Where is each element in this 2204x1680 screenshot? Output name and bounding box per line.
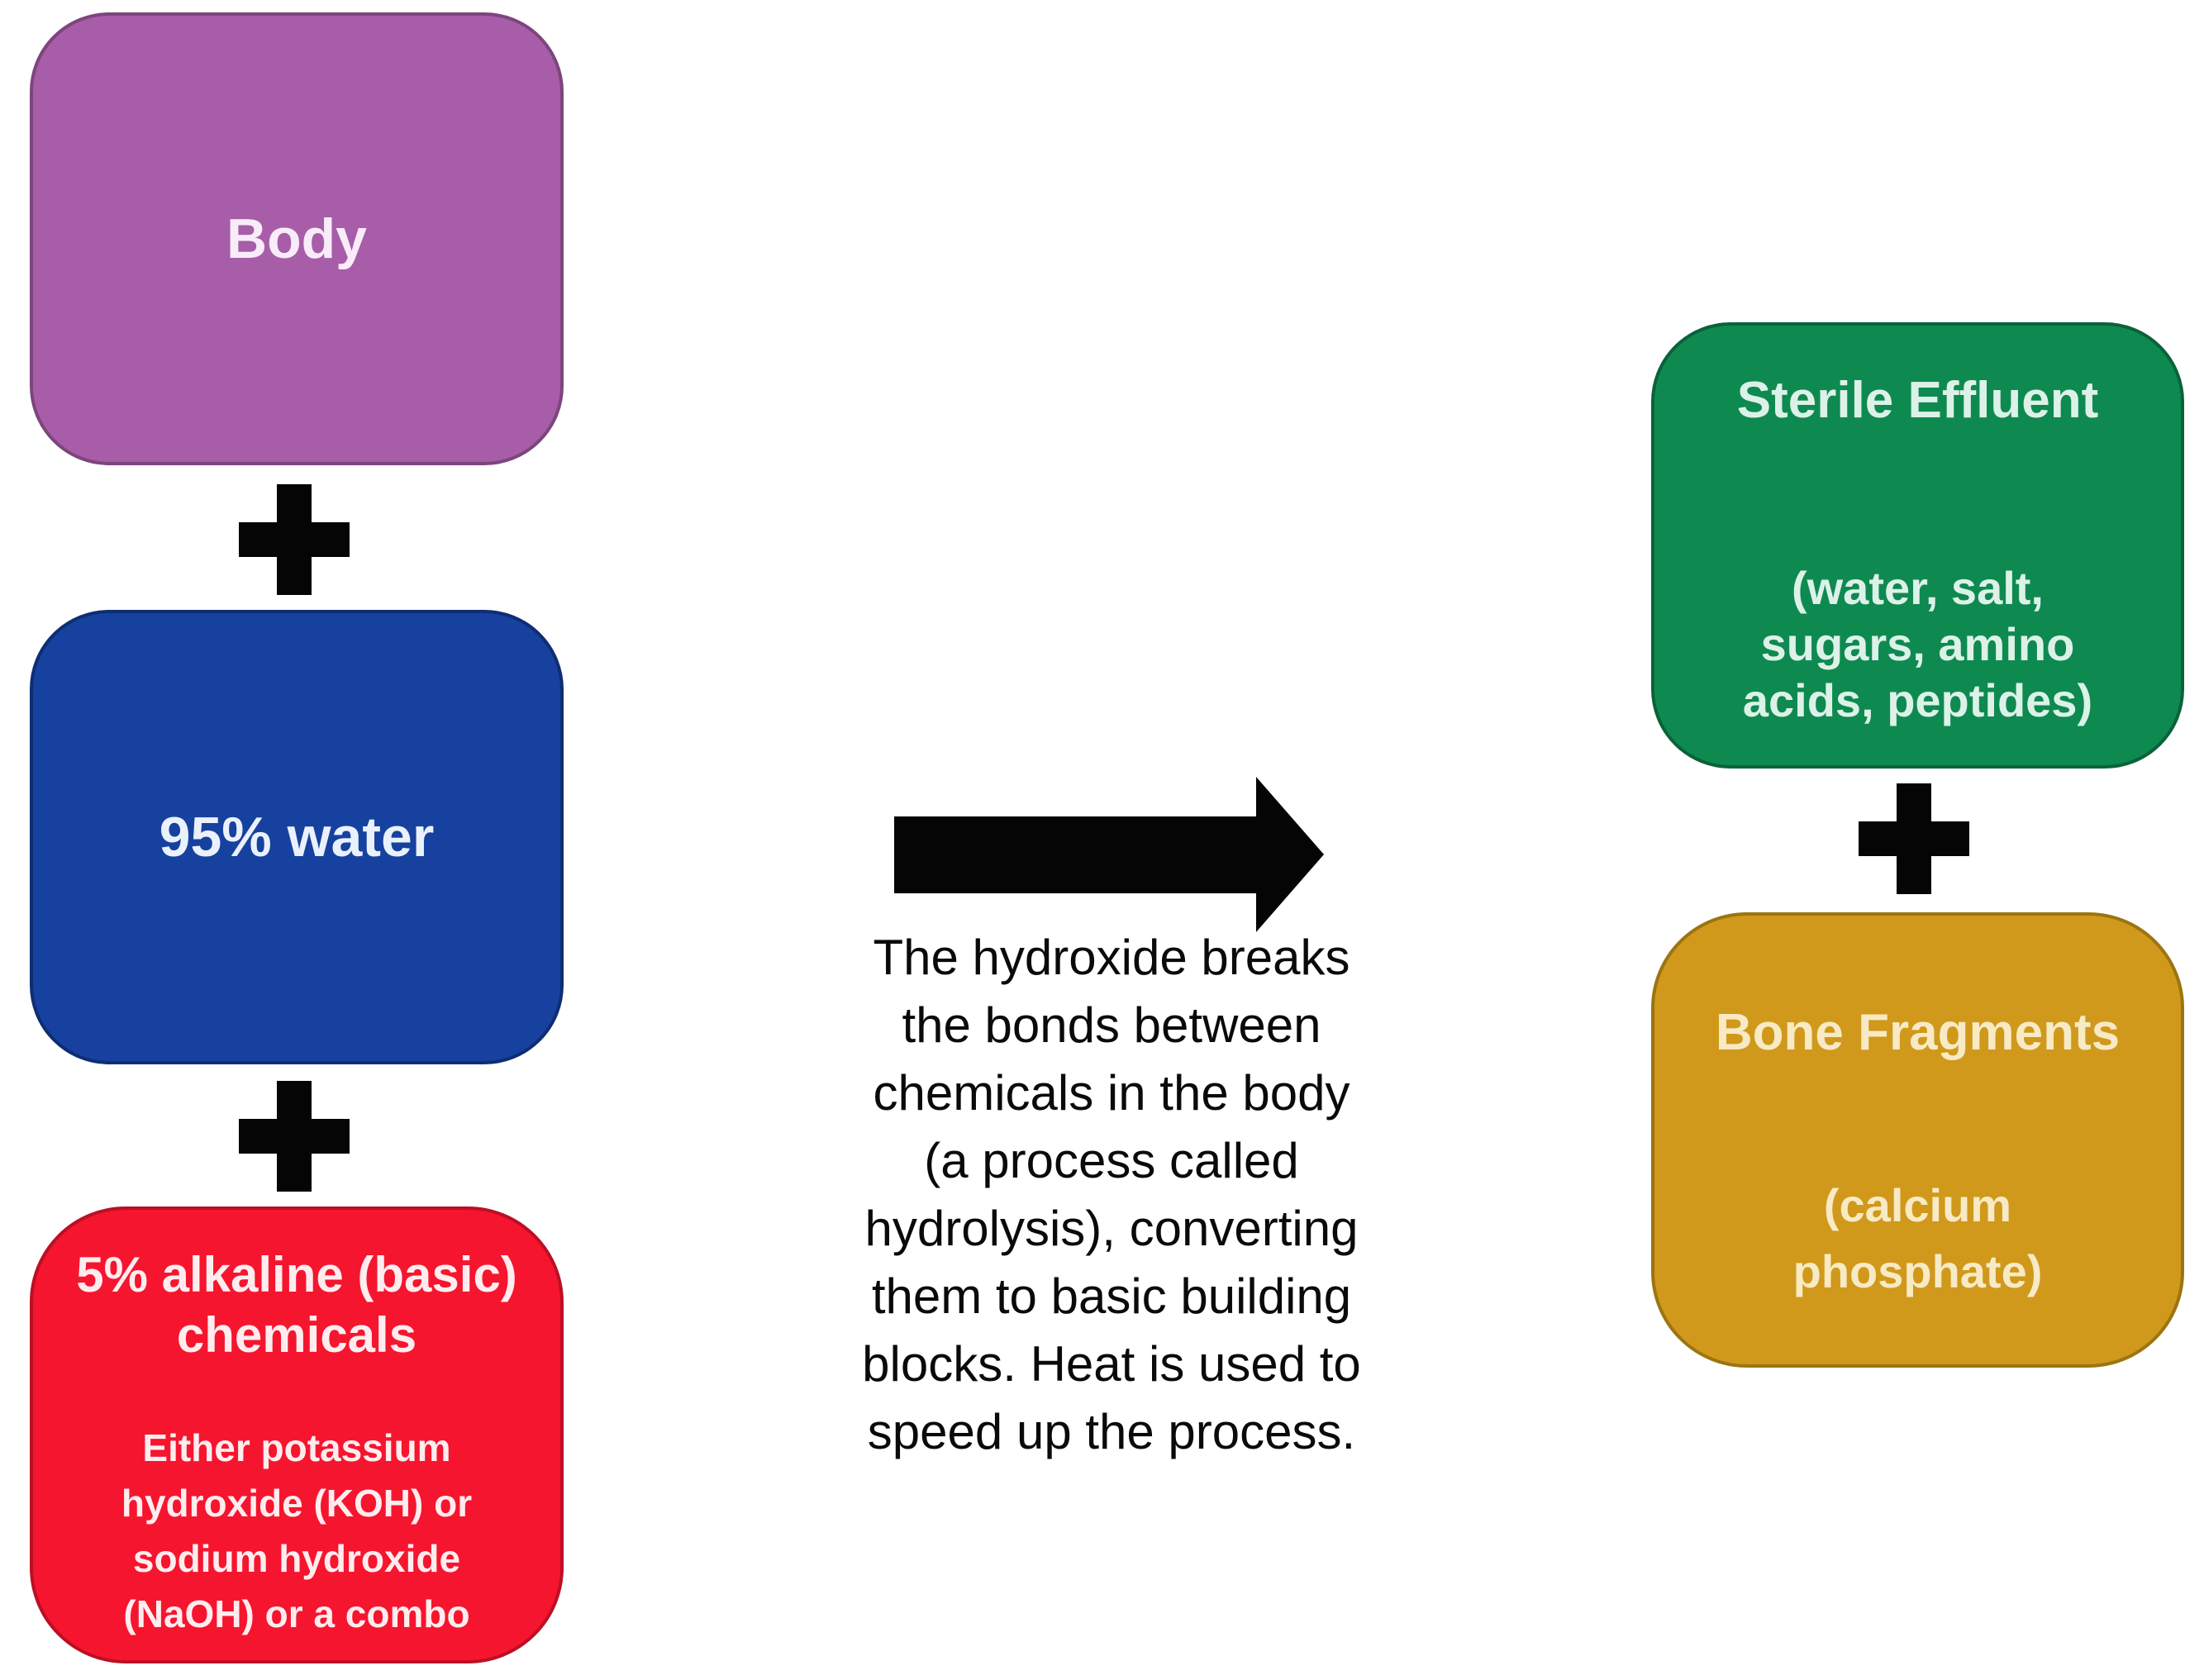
plus-icon (239, 1081, 350, 1192)
box-body-label: Body (226, 207, 367, 270)
box-body: Body (30, 12, 564, 465)
box-chemicals-detail: Either potassium hydroxide (KOH) or sodi… (121, 1426, 473, 1635)
box-sterile-effluent-detail: (water, salt, sugars, amino acids, pepti… (1742, 562, 2093, 726)
box-chemicals-title: 5% alkaline (basic) chemicals (76, 1247, 517, 1363)
plus-icon (239, 484, 350, 595)
process-description: The hydroxide breaks the bonds between c… (862, 930, 1361, 1459)
box-water: 95% water (30, 610, 564, 1064)
box-sterile-effluent-title: Sterile Effluent (1736, 372, 2099, 429)
box-sterile-effluent: Sterile Effluent (water, salt, sugars, a… (1651, 322, 2184, 769)
arrow-right-icon (894, 777, 1324, 932)
box-bone-fragments-title: Bone Fragments (1715, 1004, 2121, 1061)
box-bone-fragments-detail: (calcium phosphate) (1792, 1179, 2043, 1297)
plus-icon (1859, 783, 1969, 894)
box-water-label: 95% water (159, 806, 435, 869)
box-chemicals: 5% alkaline (basic) chemicals Either pot… (30, 1206, 564, 1663)
box-bone-fragments: Bone Fragments (calcium phosphate) (1651, 912, 2184, 1368)
